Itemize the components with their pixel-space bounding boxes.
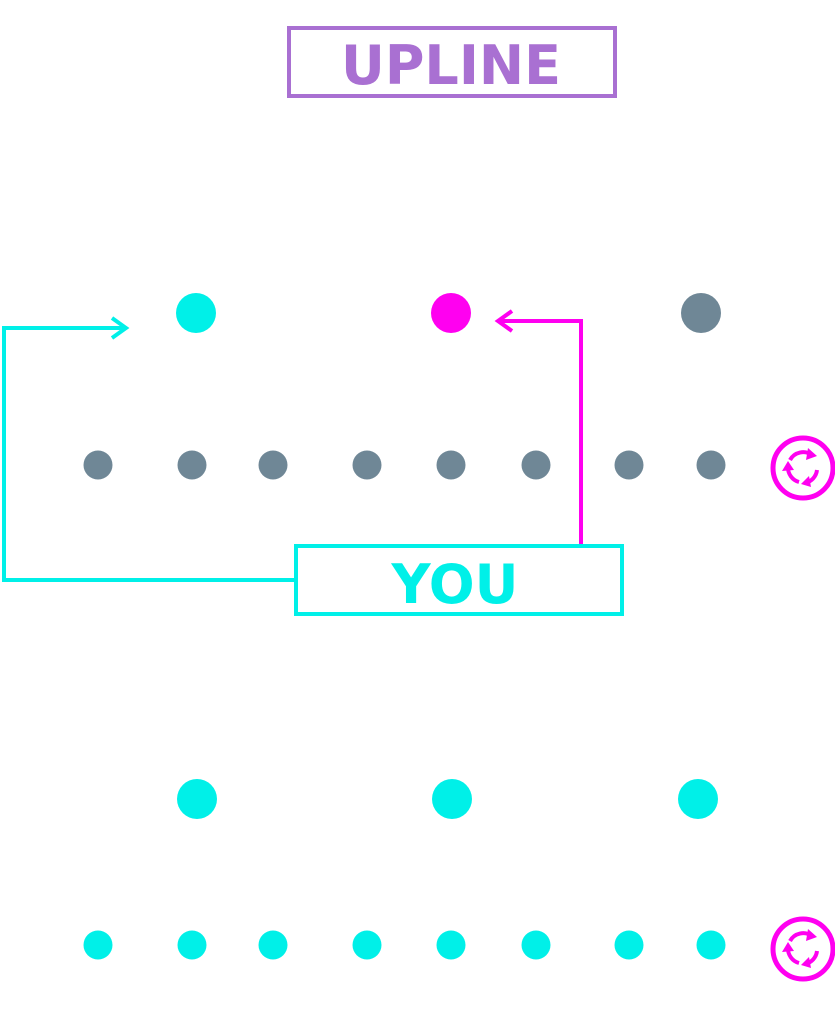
upline-box: UPLINE <box>287 26 617 98</box>
downline-node-3 <box>678 779 718 819</box>
downline-sub-node-7 <box>614 930 644 960</box>
downline-node-2 <box>432 779 472 819</box>
downline-node-1 <box>177 779 217 819</box>
recycle-icon-arrowhead-2 <box>801 476 811 487</box>
downline-sub-node-2 <box>177 930 207 960</box>
you-label: YOU <box>391 553 519 616</box>
magenta-arrow <box>494 309 583 546</box>
you-box-border <box>294 544 624 616</box>
upline-sub-node-2 <box>177 450 207 480</box>
you-box: YOU <box>294 544 624 616</box>
downline-sub-node-1 <box>83 930 113 960</box>
upline-box-border <box>287 26 617 98</box>
recycle-icon-arrowhead-3 <box>782 942 794 952</box>
recycle-icon-ring <box>770 435 835 501</box>
recycle-icon <box>770 916 835 982</box>
upline-sub-node-4 <box>352 450 382 480</box>
downline-level-nodes <box>177 779 718 819</box>
upline-node-3 <box>681 293 721 333</box>
upline-label: UPLINE <box>341 34 561 97</box>
recycle-icon-arrowhead-1 <box>806 448 817 460</box>
cyan-arrow-head <box>110 316 130 340</box>
cyan-arrow <box>2 316 300 582</box>
recycle-icon <box>770 435 835 501</box>
downline-sub-node-8 <box>696 930 726 960</box>
magenta-arrow-line <box>498 319 583 546</box>
recycle-icon-arrowhead-2 <box>801 957 811 968</box>
downline-sub-node-3 <box>258 930 288 960</box>
recycle-icon-arrowhead-3 <box>782 461 794 471</box>
upline-sub-node-3 <box>258 450 288 480</box>
upline-sub-node-1 <box>83 450 113 480</box>
recycle-icon-ring <box>770 916 835 982</box>
downline-sub-node-4 <box>352 930 382 960</box>
magenta-arrow-head <box>494 309 514 333</box>
upline-sub-node-7 <box>614 450 644 480</box>
upline-sub-node-8 <box>696 450 726 480</box>
recycle-icon-arrowhead-1 <box>806 929 817 941</box>
downline-level-sub-nodes <box>83 930 726 960</box>
upline-sub-node-5 <box>436 450 466 480</box>
cyan-arrow-line <box>2 326 300 582</box>
upline-level-sub-nodes <box>83 450 726 480</box>
upline-node-1 <box>176 293 216 333</box>
downline-sub-node-6 <box>521 930 551 960</box>
upline-level-nodes <box>176 293 721 333</box>
upline-sub-node-6 <box>521 450 551 480</box>
downline-sub-node-5 <box>436 930 466 960</box>
upline-node-2 <box>431 293 471 333</box>
